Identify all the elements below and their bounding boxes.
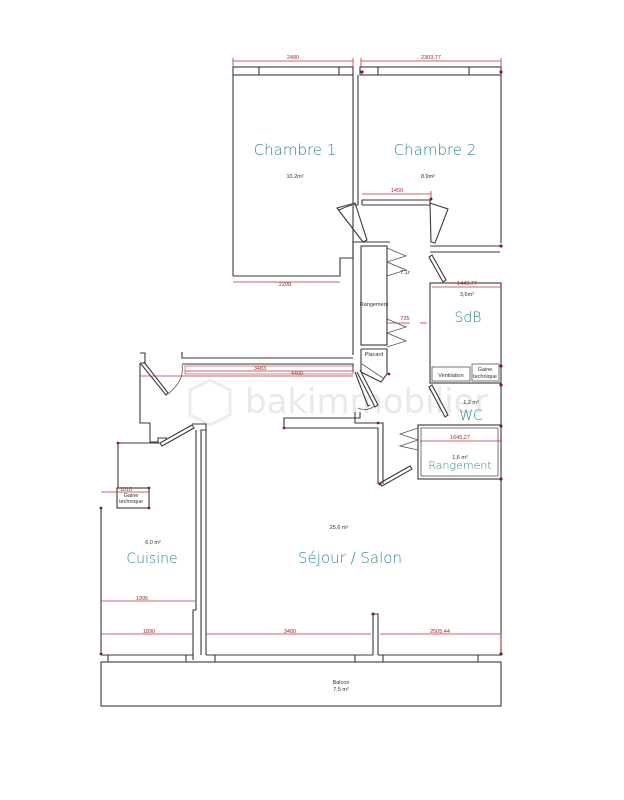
svg-text:Gaine: Gaine [124, 493, 139, 499]
ventilation-label: Ventilation [438, 373, 463, 379]
dimension-sejour-3480: 3480 [284, 629, 296, 635]
room-cuisine: 1010 Gaine technique 6,0 m² Cuisine 1995… [99, 423, 207, 660]
dimension-chambre2-bottom: 1450 [362, 188, 433, 201]
room-area: 3,6m² [460, 292, 474, 298]
room-label: Séjour / Salon [298, 549, 402, 567]
room-area: 25,6 m² [330, 525, 349, 531]
room-label: Cuisine [126, 551, 177, 567]
dimension-sejour-2505: 2505,44 [430, 629, 450, 635]
svg-text:1450: 1450 [391, 188, 403, 194]
room-area: 1,6 m² [452, 455, 468, 461]
svg-text:2208: 2208 [279, 282, 291, 288]
room-rangement: 1645,27 1,6 m² Rangement [378, 424, 503, 487]
hall-doors-top [336, 202, 449, 355]
room-rangement-hall: Rangement 7,1r 725 [360, 245, 427, 348]
room-placard: Placard [360, 348, 391, 383]
room-label: WC [459, 408, 483, 424]
room-balcon: Balcon 7,5 m² [100, 661, 502, 707]
dimension-hall-3483: 3483 [184, 365, 354, 375]
room-area: 7,5 m² [333, 687, 349, 693]
room-label: Chambre 2 [394, 141, 477, 159]
svg-text:technique: technique [119, 499, 143, 505]
room-label: Placard [365, 352, 384, 358]
hall-corridor [139, 352, 384, 484]
hall-area: 7,1r [400, 270, 410, 276]
dimension-chambre1-bottom: 2208 [233, 281, 340, 288]
room-label: SdB [455, 310, 482, 326]
room-area: 10.2m² [286, 174, 303, 180]
windows-bottom [101, 654, 501, 663]
room-sejour: 25,6 m² Séjour / Salon 3480 2505,44 [205, 430, 503, 656]
room-sdb: SdB 3,6m² Ventilation Gaine technique [428, 244, 503, 387]
svg-text:2303,77: 2303,77 [421, 55, 441, 61]
svg-text:2480: 2480 [287, 55, 299, 61]
dimension-hall-depth: 725 [400, 316, 409, 322]
room-area: 8.9m² [421, 174, 435, 180]
svg-text:Gaine: Gaine [478, 367, 493, 373]
room-wc: WC 1,2 m² [428, 384, 502, 426]
svg-text:technique: technique [473, 374, 497, 380]
svg-text:4400: 4400 [291, 371, 303, 377]
dimension-gaine: 1010 [120, 487, 132, 493]
room-label: Rangement [428, 459, 491, 472]
dimension-cuisine-1890: 1890 [143, 629, 155, 635]
room-label: Balcon [333, 680, 350, 686]
room-area: 1,2 m² [463, 400, 479, 406]
dimension-chambre1-top: 2480 [232, 55, 354, 67]
room-chambre-2: Chambre 2 8.9m² [359, 66, 503, 243]
room-area: 6,0 m² [145, 540, 161, 546]
svg-text:1443,77: 1443,77 [457, 281, 477, 287]
room-chambre-1: Chambre 1 10.2m² [232, 66, 359, 277]
svg-text:3483: 3483 [254, 366, 266, 372]
watermark-logo-icon [188, 378, 232, 427]
dimension-chambre2-top: 2303,77 [360, 55, 502, 67]
dimension-rangement: 1645,27 [450, 435, 470, 441]
room-label: Chambre 1 [254, 141, 337, 159]
dimension-sdb-width: 1443,77 [432, 281, 501, 288]
dimension-hall-4400: 4400 [140, 371, 353, 377]
dimension-cuisine-1995: 1995 [136, 596, 148, 602]
room-label: Rangement [360, 302, 389, 308]
